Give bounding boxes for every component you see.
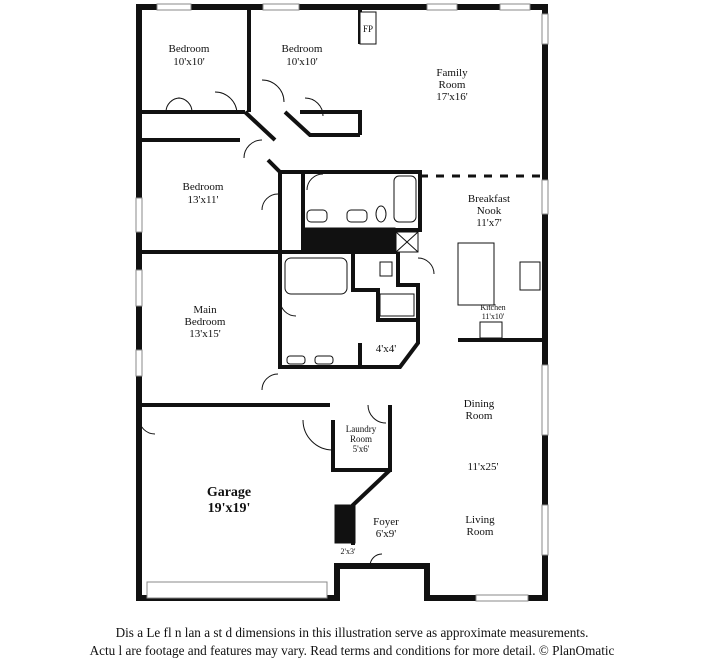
main-bedroom-dim: 13'x15' [189, 328, 220, 340]
family-room-dim: 17'x16' [436, 91, 467, 103]
bedroom-3-dim: 13'x11' [187, 194, 218, 206]
laundry-room-name-1: Laundry [346, 424, 377, 434]
breakfast-nook-name-1: Breakfast [468, 193, 510, 205]
laundry-room-dim: 5'x6' [353, 444, 370, 454]
fireplace-label: FP [363, 24, 373, 34]
dining-room-name-1: Dining [464, 398, 495, 410]
bedroom-2-dim: 10'x10' [286, 56, 317, 68]
disclaimer-line-2: Actu l are footage and features may vary… [89, 643, 615, 658]
living-room-name-1: Living [465, 514, 495, 526]
fixtures [284, 11, 541, 544]
disclaimer-line-1: Dis a Le fl n lan a st d dimensions in t… [115, 625, 589, 640]
bedroom-3-name: Bedroom [183, 181, 224, 193]
family-room-name-1: Family [436, 67, 468, 79]
coat-closet-dim: 2'x3' [341, 547, 356, 556]
disclaimer: Dis a Le fl n lan a st d dimensions in t… [0, 624, 704, 660]
breakfast-nook-dim: 11'x7' [476, 217, 502, 229]
breakfast-nook-name-2: Nook [477, 205, 502, 217]
foyer-name: Foyer [373, 516, 399, 528]
garage-name: Garage [207, 485, 251, 500]
garage-dim: 19'x19' [208, 501, 251, 516]
bedroom-1-dim: 10'x10' [173, 56, 204, 68]
bedroom-2-name: Bedroom [282, 43, 323, 55]
floor-plan: Bedroom 10'x10' Bedroom 10'x10' FP Famil… [135, 3, 549, 602]
bedroom-1-name: Bedroom [169, 43, 210, 55]
foyer-dim: 6'x9' [376, 528, 396, 540]
doors [138, 79, 435, 567]
kitchen-dim: 11'x10' [482, 312, 505, 321]
laundry-room-name-2: Room [350, 434, 372, 444]
closet-dim: 4'x4' [376, 343, 396, 355]
main-bedroom-name-2: Bedroom [185, 316, 226, 328]
main-bedroom-name-1: Main [193, 304, 217, 316]
dining-living-dim: 11'x25' [467, 461, 498, 473]
family-room-name-2: Room [439, 79, 466, 91]
kitchen-name: Kitchen [480, 303, 505, 312]
windows [135, 3, 549, 602]
living-room-name-2: Room [467, 526, 494, 538]
dining-room-name-2: Room [466, 410, 493, 422]
